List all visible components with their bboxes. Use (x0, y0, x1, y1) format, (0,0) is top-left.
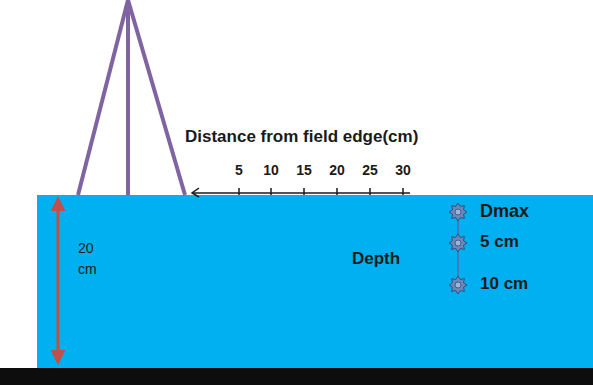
depth-label: Depth (352, 250, 400, 269)
measure-point (449, 276, 467, 294)
measure-points (449, 203, 467, 294)
axis-title: Distance from field edge(cm) (185, 128, 418, 147)
measure-point (449, 203, 467, 221)
tick-number: 25 (362, 163, 378, 178)
tick-number: 5 (235, 163, 243, 178)
tick-number: 20 (329, 163, 345, 178)
beam-lines (78, 0, 185, 195)
point-label: Dmax (480, 202, 529, 222)
tick-number: 30 (395, 163, 411, 178)
depth-arrow (57, 199, 60, 362)
dimension-label: 20 cm (78, 238, 106, 280)
measure-point-center (455, 240, 461, 246)
couch-bar (0, 368, 593, 385)
tick-number: 15 (296, 163, 312, 178)
water-phantom (37, 195, 593, 368)
tick-number: 10 (263, 163, 279, 178)
point-label: 10 cm (480, 275, 528, 294)
point-label: 5 cm (480, 233, 519, 252)
measure-point-center (455, 282, 461, 288)
ruler (192, 188, 410, 197)
measure-point-center (455, 209, 461, 215)
measure-point (449, 234, 467, 252)
